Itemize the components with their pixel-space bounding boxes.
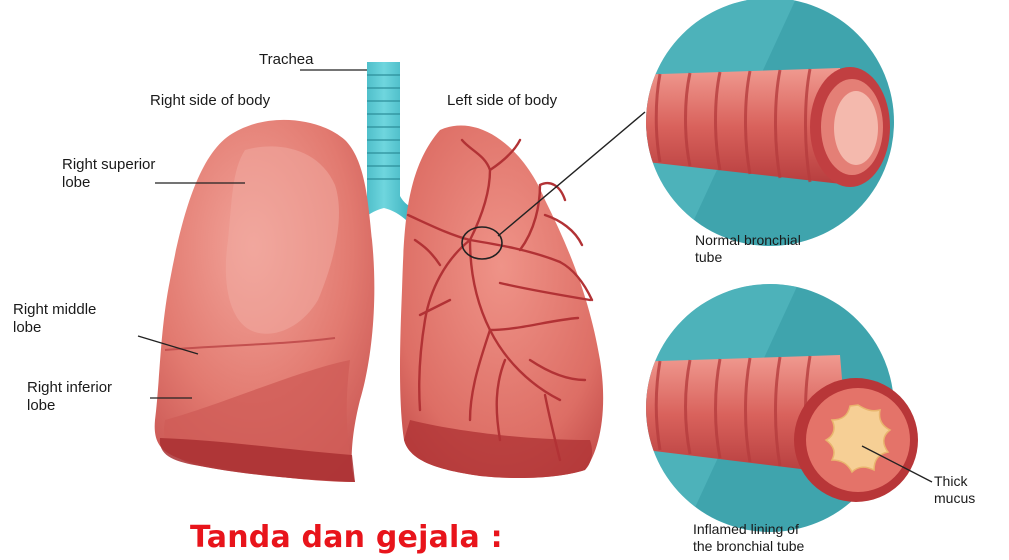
right-lung-shape xyxy=(138,120,374,482)
left-lung-shape xyxy=(400,112,645,478)
normal-bronchial-tube-illustration xyxy=(620,0,894,250)
inflamed-lining-label: Inflamed lining of the bronchial tube xyxy=(693,521,804,555)
inflamed-bronchial-tube-illustration xyxy=(620,280,932,540)
normal-bronchial-tube-label: Normal bronchial tube xyxy=(695,232,801,266)
right-middle-lobe-label: Right middle lobe xyxy=(13,301,96,337)
section-heading: Tanda dan gejala : xyxy=(190,520,503,556)
right-inferior-lobe-label: Right inferior lobe xyxy=(27,379,112,415)
thick-mucus-label: Thick mucus xyxy=(934,473,975,507)
right-side-label: Right side of body xyxy=(150,92,270,110)
trachea-label: Trachea xyxy=(259,51,313,69)
right-superior-lobe-label: Right superior lobe xyxy=(62,156,155,192)
left-side-label: Left side of body xyxy=(447,92,557,110)
